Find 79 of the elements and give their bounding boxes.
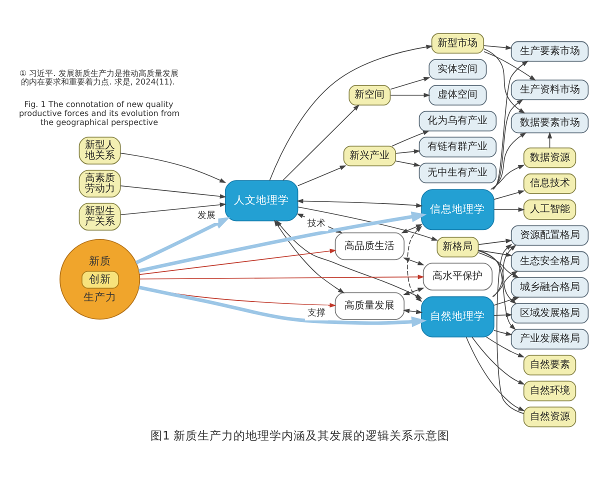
node-box: 有链有群产业 — [418, 136, 497, 158]
node-box: 新型市场 — [431, 33, 484, 54]
node-box: 信息地理学 — [421, 189, 494, 230]
node-box: 信息技术 — [523, 173, 576, 194]
arrow — [494, 330, 512, 336]
node-box: 高品质生活 — [334, 232, 405, 260]
arrow — [494, 296, 520, 306]
node-box: 高质量发展 — [334, 292, 405, 320]
node-circle: 新质 创新 生产力 — [60, 239, 140, 320]
node-box: 生态安全格局 — [510, 251, 589, 272]
arrow — [490, 164, 525, 190]
node-box: 自然地理学 — [421, 296, 494, 338]
node-box: 新空间 — [348, 84, 391, 106]
node-box: 城乡融合格局 — [510, 277, 589, 298]
arrow — [484, 48, 526, 114]
node-box: 新格局 — [436, 236, 479, 258]
node-box: 生产要素市场 — [510, 41, 589, 62]
node-box: 人文地理学 — [224, 180, 298, 222]
arrow — [390, 92, 430, 98]
arrow — [492, 99, 524, 190]
node-box: 产业发展格局 — [510, 328, 589, 350]
arrow — [483, 45, 512, 50]
arrow — [403, 288, 424, 296]
arrow — [392, 130, 430, 147]
node-box: 数据资源 — [523, 148, 576, 168]
node-box: 新兴产业 — [343, 146, 396, 166]
arrow — [403, 258, 424, 266]
arrow — [395, 149, 420, 154]
node-box: 虚体空间 — [428, 84, 487, 106]
edge-label: 发展 — [198, 211, 216, 222]
arrow — [492, 132, 527, 190]
arrow — [401, 224, 423, 234]
arrow — [282, 104, 360, 181]
arrow — [269, 44, 433, 181]
arrow — [494, 207, 525, 212]
node-box: 无中生有产业 — [418, 162, 497, 184]
arrow — [496, 244, 524, 414]
arrow — [478, 250, 516, 330]
label: ① 习近平. 发展新质生产力是推动高质量发展的内在要求和重要着力点. 求是, 2024(11). — [19, 68, 178, 87]
node-box: 自然要素 — [523, 354, 576, 376]
arrow — [297, 165, 346, 186]
node-box: 区域发展格局 — [510, 303, 589, 324]
arrow — [492, 60, 529, 190]
arrow — [139, 274, 424, 280]
arrow — [138, 212, 427, 273]
arrow — [547, 132, 552, 148]
arrow — [492, 244, 516, 298]
node-box: 数据要素市场 — [510, 112, 589, 134]
node-box: 资源配置格局 — [510, 225, 589, 246]
arrow — [298, 206, 438, 241]
arrow — [484, 51, 536, 81]
caption: 图1 新质生产力的地理学内涵及其发展的逻辑关系示意图 — [150, 428, 450, 443]
arrow — [135, 217, 230, 264]
label: Fig. 1 The connotation of new quality productive forces and its evolution from the geographical perspective — [18, 100, 180, 127]
arrow — [472, 336, 525, 385]
arrow — [494, 312, 512, 318]
arrow — [395, 160, 420, 167]
node-box: 自然环境 — [523, 380, 576, 402]
arrow — [486, 336, 525, 358]
node-box: 化为乌有产业 — [418, 110, 497, 132]
node-box: 新型生产关系 — [78, 202, 121, 231]
arrow — [139, 248, 336, 275]
arrow — [120, 202, 226, 216]
node-box: 高素质劳动力 — [78, 170, 121, 198]
node-box: 实体空间 — [428, 59, 487, 80]
arrow — [494, 190, 525, 200]
edge-label: 技术 — [308, 219, 326, 230]
arrow — [296, 198, 423, 208]
arrow — [390, 76, 430, 90]
node-box: 自然资源 — [523, 406, 576, 428]
arrow — [120, 152, 226, 183]
arrow — [478, 238, 512, 245]
node-box: 高水平保护 — [422, 262, 493, 290]
edge-label: 支撑 — [308, 308, 326, 319]
node-box: 人工智能 — [523, 199, 576, 220]
node-box: 生产资料市场 — [510, 80, 589, 100]
arrow — [466, 336, 525, 412]
arrow — [120, 185, 226, 199]
node-box: 新型人地关系 — [78, 136, 121, 164]
